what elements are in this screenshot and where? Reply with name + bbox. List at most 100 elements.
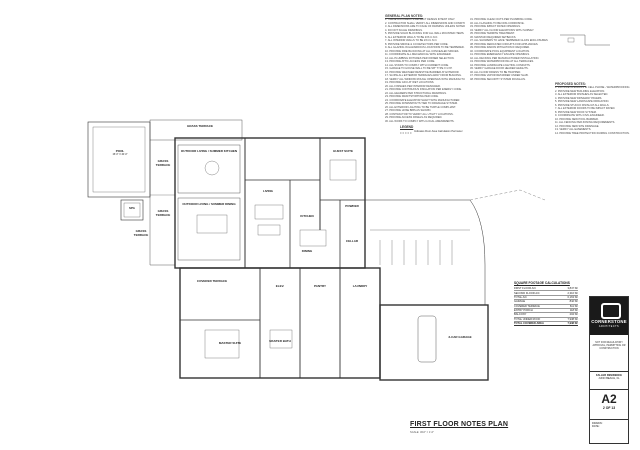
note-line: 11. ALL FENCING PER ZONING REQUIREMENTS. [555,121,616,125]
note-line: 9. COORDINATE WITH CIVIL ENGINEER. [555,114,605,118]
laundry-label: LAUNDRY [352,284,368,288]
proposed-notes-list: 1. PROVIDE OPENINGS IN CELL PHONE - WATE… [555,86,630,135]
note-line: 43. PROVIDE WATERPROOFING AT ALL TERRACE… [470,60,534,63]
sheet-number: A2 2 OF 13 [590,389,628,410]
outdoor-living-label: OUTDOOR LIVING / SUMMER KITCHEN [180,149,238,153]
note-line: 13. VERIFY ALL EASEMENTS. [555,128,592,132]
note-line: 26. ALL EXTERIOR LIGHTING TO BE TURTLE C… [385,105,457,109]
sqft-label: TOTAL A/C [514,295,562,301]
note-line: 29. PROVIDE ACCESS PANELS AS REQUIRED. [385,116,443,120]
sqft-value: 6,163 SF [561,295,578,301]
sqft-total-value: 7,938 SF [561,321,578,327]
drawing-title: FIRST FLOOR NOTES PLAN [410,421,509,428]
note-line: 46. ALL FLOOR DRAINS TO BE TRAPPED. [470,70,521,74]
note-line: 27. PROVIDE HOSE BIBS AS SHOWN. [385,109,432,113]
sqft-value: 118 SF [561,308,578,314]
kitchen-label: KITCHEN [300,214,314,218]
grass-terrace-label: GRASS TERRACE [133,229,149,237]
drawn-info: DRAWN: DATE: [590,419,628,428]
note-line: 1. THESE DOCUMENTS REFLECT DESIGN INTENT… [385,18,456,22]
note-line: 5. PROVIDE NEW LANDSCAPE IRRIGATION. [555,100,610,104]
sqft-label: ENTRY PORCH [514,308,562,314]
note-line: 4. DO NOT SCALE DRAWINGS. [385,28,423,32]
note-line: 38. PROVIDE DEDICATED CIRCUITS FOR APPLI… [470,42,539,46]
car-outline [417,315,437,363]
general-notes-heading: GENERAL PLAN NOTES: [385,14,424,18]
firm-logo: CORNERSTONE ARCHITECTS [590,297,628,335]
note-line: 1. PROVIDE OPENINGS IN CELL PHONE - WATE… [555,86,630,90]
note-line: 7. ALL INTERIOR WALLS TO BE 2X4 U.N.O. [385,39,438,43]
note-line: 12. ALL PLUMBING FIXTURES PER OWNER SELE… [385,56,455,60]
note-line: 39. PROVIDE RADON MITIGATION IF REQUIRED… [470,46,530,49]
note-line: 9. ALL GLAZING IN HAZARDOUS LOCATIONS TO… [385,46,465,50]
note-line: 7. ALL EXTERIOR DOORS TO BE IMPACT RATED… [555,107,616,111]
note-line: 5. PROVIDE SOLID BLOCKING FOR ALL WALL M… [385,32,465,36]
pool-label: POOL 15'-0" X 40'-0" [112,149,128,156]
general-notes-list: 1. THESE DOCUMENTS REFLECT DESIGN INTENT… [385,18,465,123]
note-line: 28. CONTRACTOR TO VERIFY ALL UTILITY LOC… [385,112,454,116]
note-line: 8. PROVIDE NEW ROOF SYSTEM. [555,110,597,114]
note-line: 34. VERIFY ALL FLOOR ELEVATIONS WITH SUR… [470,28,535,32]
note-line: 41. PROVIDE EMERGENCY ESCAPE OPENINGS. [470,53,530,56]
sqft-value: 204 SF [561,312,578,318]
note-line: 3. ALL DIMENSIONS ARE TO FACE OF FRAMING… [385,25,465,29]
firm-logo-icon [601,303,621,319]
note-line: 4. PROVIDE NEW DRIVEWAY PAVERS. [555,96,603,100]
note-line: 2. PROVIDE NEW BUILDING ELEVATION. [555,89,605,93]
sqft-value: 2,316 SF [561,290,578,296]
sqft-label: TOTAL UNDER ROOF [514,317,562,323]
note-line: 14. ALL STAIRS TO COMPLY WITH CURRENT CO… [385,63,449,67]
note-line: 10. PROVIDE FIRE BLOCKING AT ALL CONCEAL… [385,49,460,53]
note-line: 31. PROVIDE CLEAN OUTS PER PLUMBING CODE… [470,18,533,21]
master-suite-label: MASTER SUITE [218,341,242,345]
sqft-value: 3,847 SF [561,287,578,292]
sqft-label: SECOND FLOOR A/C [514,290,562,296]
spa-outline [120,199,144,221]
covered-terrace-label: COVERED TERRACE [196,279,228,283]
sqft-label: BALCONY [514,312,562,318]
living-label: LIVING [262,189,273,193]
note-line: 14. PROVIDE TREE PROTECTION DURING CONST… [555,131,630,135]
note-line: 22. ALL HEADERS PER STRUCTURAL DRAWINGS. [385,91,447,95]
note-line: 25. PROVIDE DOWNSPOUTS TIED TO DRAINAGE … [385,102,458,106]
title-block: CORNERSTONE ARCHITECTS NOT FOR REGULATOR… [589,296,629,444]
sqft-label: GARAGE [514,299,562,305]
note-line: 35. PROVIDE TERMITE TREATMENT. [470,32,515,35]
garage-label: 3-CAR GARAGE [448,335,472,339]
sqft-total-label: TOTAL COVERED AREA [514,321,562,327]
proposed-notes-heading: PROPOSED NOTES: [555,82,586,86]
note-line: 8. PROVIDE SMOKE & CO DETECTORS PER CODE… [385,42,449,46]
general-notes: GENERAL PLAN NOTES: 1. THESE DOCUMENTS R… [385,14,465,123]
pool-outline [87,121,151,198]
note-line: 21. PROVIDE CONTINUOUS INSULATION PER EN… [385,88,462,92]
note-line: 3. ALL EXTERIOR FINISHES AS SELECTED. [555,93,609,97]
note-line: 42. ALL DECKING PER MANUFACTURER INSTALL… [470,56,540,60]
project-name: FALLER RESIDENCE JUNO BEACH, FL [590,371,628,380]
guest-suite-label: GUEST SUITE [332,149,353,153]
note-line: 23. PROVIDE DRAFTSTOPPING PER CODE. [385,95,439,99]
grass-terrace-label: GRASS TERRACE [155,159,171,167]
sqft-title: SQUARE FOOTAGE CALCULATIONS [514,281,570,285]
note-line: 6. PROVIDE STUCCO FINISH AT ALL WALLS. [555,103,610,107]
note-line: 20. ALL FINISHES PER INTERIOR DESIGNER. [385,84,441,88]
note-line: 24. COORDINATE ELEVATOR SHAFT WITH MANUF… [385,98,461,102]
elevator-label: ELEV. [275,284,285,288]
outdoor-living-label: OUTDOOR LIVING / SUMMER DINING [182,202,236,206]
note-line: 10. PROVIDE NEW POOL BARRIER. [555,117,599,121]
note-line: 6. ALL EXTERIOR WALLS TO BE 2X6 U.N.O. [385,35,439,39]
note-line: 48. PROVIDE SECURITY SYSTEM ROUGH-IN. [470,77,526,81]
cellar-label: CELLAR [345,239,359,243]
note-line: 37. ALL SHOWERS TO HAVE TEMPERED GLASS E… [470,39,548,42]
note-line: 13. PROVIDE ATTIC ACCESS PER CODE. [385,60,436,64]
note-line: 2. CONTRACTOR SHALL VERIFY ALL DIMENSION… [385,21,465,25]
